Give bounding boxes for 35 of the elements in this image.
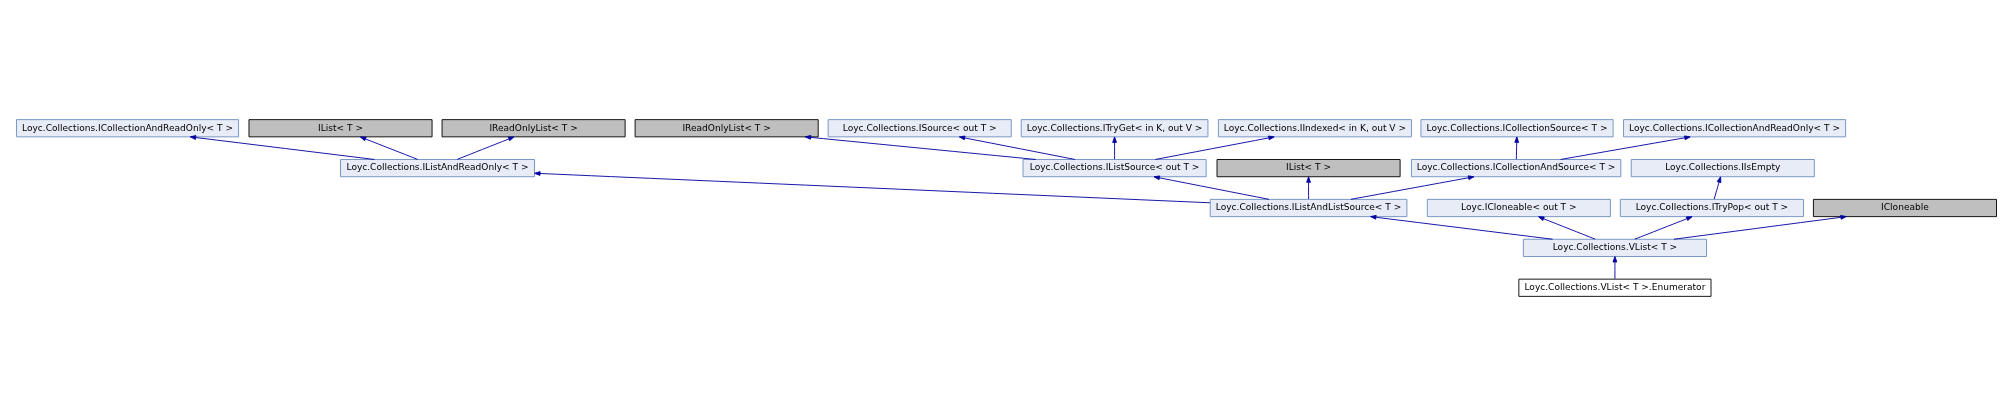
arrow (1154, 135, 1275, 160)
arrow (1306, 176, 1311, 200)
arrow (958, 135, 1076, 160)
arrow (1370, 214, 1553, 240)
node-box: Loyc.Collections.IIndexed< in K, out V > (1217, 119, 1412, 138)
arrow (1713, 176, 1722, 200)
node-box: Loyc.Collections.ITryPop< out T > (1619, 198, 1804, 218)
arrow (1634, 216, 1693, 240)
arrow (804, 135, 1037, 160)
arrow (359, 136, 419, 160)
arrow (534, 171, 1211, 204)
arrow (1350, 175, 1475, 200)
arrow (1612, 256, 1618, 280)
node-box: IList< T > (248, 119, 433, 138)
node-box: IReadOnlyList< T > (441, 119, 626, 138)
node-box: Loyc.Collections.ISource< out T > (827, 119, 1012, 138)
node-box: Loyc.Collections.IListAndReadOnly< T > (340, 159, 535, 178)
arrow (1153, 175, 1270, 200)
node-box: Loyc.Collections.ICollectionAndSource< T > (1411, 159, 1622, 178)
node-box: Loyc.Collections.ICollectionSource< T > (1420, 119, 1614, 138)
node-box: Loyc.Collections.VList< T >.Enumerator (1518, 278, 1712, 297)
node-box: IList< T > (1216, 159, 1401, 178)
arrow (1673, 214, 1847, 240)
arrow (456, 136, 515, 160)
arrow (189, 135, 375, 160)
arrow (1538, 216, 1596, 240)
node-box: Loyc.Collections.ICollectionAndReadOnly< T > (1623, 119, 1847, 138)
node-box: Loyc.Collections.ITryGet< in K, out V > (1020, 119, 1209, 138)
arrow (1514, 136, 1520, 160)
arrow (1560, 135, 1691, 160)
node-box: Loyc.Collections.IListSource< out T > (1022, 159, 1207, 178)
node-box: Loyc.Collections.IIsEmpty (1630, 159, 1815, 178)
arrow (1112, 136, 1117, 160)
node-box: Loyc.Collections.VList< T > (1522, 238, 1707, 257)
node-box: Loyc.ICloneable< out T > (1426, 198, 1611, 218)
